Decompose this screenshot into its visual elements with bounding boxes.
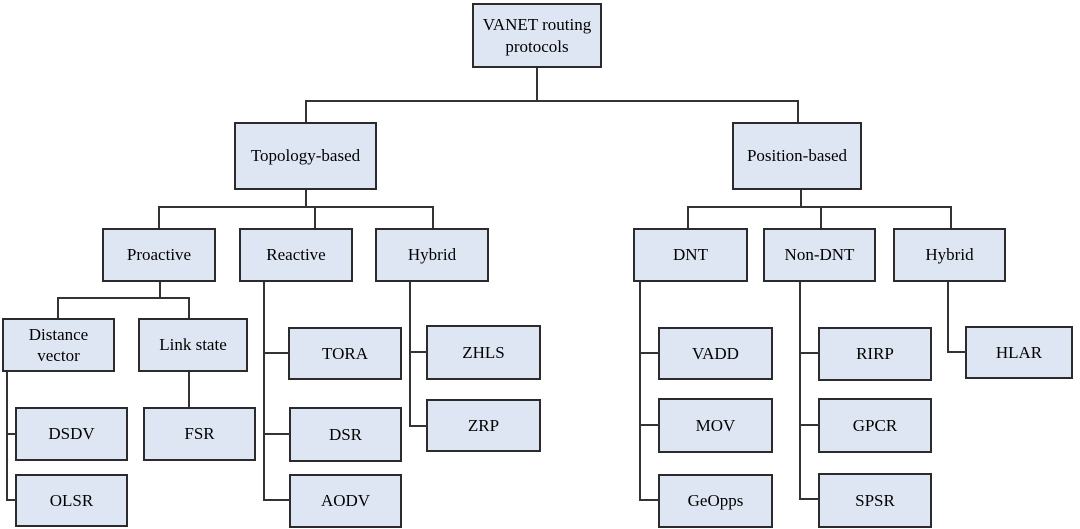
node-distance-vector: Distance vector (2, 318, 115, 372)
node-fsr: FSR (143, 407, 256, 461)
node-dsr: DSR (289, 407, 402, 462)
edge-root-bus (305, 100, 799, 102)
edge-stub-aodv (263, 499, 290, 501)
node-reactive: Reactive (239, 228, 353, 282)
node-hlar: HLAR (965, 326, 1073, 379)
edge-stub-dsr (263, 433, 290, 435)
node-mov: MOV (658, 398, 773, 453)
edge-proactive-stem (159, 282, 161, 299)
edge-stub-spsr (799, 498, 819, 500)
edge-drop-topology (305, 100, 307, 122)
edge-stub-zhls (409, 351, 427, 353)
node-topology-based: Topology-based (234, 122, 377, 190)
edge-link-state-fsr (188, 372, 190, 407)
edge-stub-mov (639, 424, 659, 426)
node-vanet-routing-protocols: VANET routing protocols (472, 3, 602, 68)
node-rirp: RIRP (818, 327, 932, 381)
edge-stub-geopps (639, 499, 659, 501)
edge-root-stem (536, 68, 538, 102)
edge-stub-olsr (6, 499, 16, 501)
edge-drop-non-dnt (820, 206, 822, 228)
node-spsr: SPSR (818, 473, 932, 528)
node-geopps: GeOpps (658, 474, 773, 528)
edge-distance-vector-rail (6, 372, 8, 501)
node-dnt: DNT (633, 228, 748, 282)
edge-position-stem (800, 190, 802, 208)
node-position-based: Position-based (732, 122, 862, 190)
node-aodv: AODV (289, 474, 402, 528)
node-proactive: Proactive (102, 228, 216, 282)
node-gpcr: GPCR (818, 398, 932, 453)
edge-reactive-rail (263, 282, 265, 501)
edge-stub-hlar (947, 351, 966, 353)
edge-hybrid-position-rail (947, 282, 949, 353)
edge-stub-zrp (409, 425, 427, 427)
edge-drop-link-state (188, 297, 190, 318)
node-hybrid-topology: Hybrid (375, 228, 489, 282)
edge-dnt-rail (639, 282, 641, 501)
edge-topology-stem (305, 190, 307, 208)
node-link-state: Link state (138, 318, 248, 372)
node-dsdv: DSDV (15, 407, 128, 461)
node-olsr: OLSR (15, 474, 128, 527)
node-zrp: ZRP (426, 399, 541, 452)
edge-drop-reactive (314, 206, 316, 228)
edge-drop-proactive (158, 206, 160, 228)
edge-stub-rirp (799, 352, 819, 354)
edge-drop-distance-vector (57, 297, 59, 318)
node-tora: TORA (288, 327, 402, 380)
edge-drop-hybrid-position (950, 206, 952, 228)
node-non-dnt: Non-DNT (763, 228, 876, 282)
edge-stub-vadd (639, 352, 659, 354)
edge-proactive-bus (57, 297, 190, 299)
edge-drop-position (797, 100, 799, 122)
edge-drop-hybrid-topology (432, 206, 434, 228)
edge-stub-gpcr (799, 424, 819, 426)
edge-non-dnt-rail (799, 282, 801, 500)
edge-drop-dnt (687, 206, 689, 228)
edge-stub-tora (263, 352, 289, 354)
edge-position-bus (687, 206, 952, 208)
node-zhls: ZHLS (426, 325, 541, 380)
node-vadd: VADD (658, 327, 773, 380)
edge-stub-dsdv (6, 433, 16, 435)
edge-hybrid-topology-rail (409, 282, 411, 427)
edge-topology-bus (158, 206, 434, 208)
node-hybrid-position: Hybrid (893, 228, 1006, 282)
